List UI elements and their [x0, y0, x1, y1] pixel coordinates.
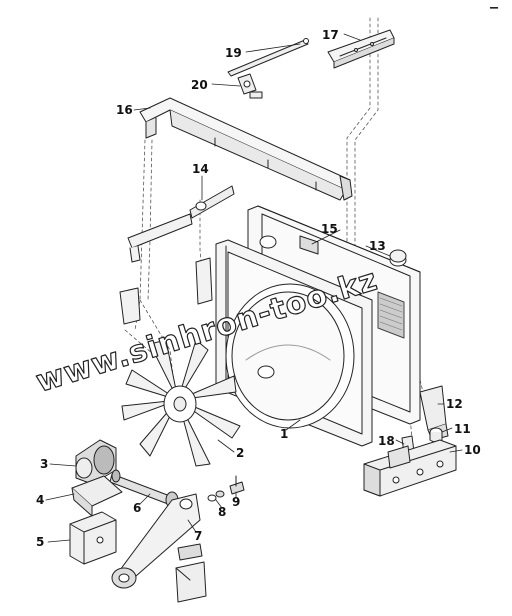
part-9-bolt: [229, 475, 245, 495]
callout-4: 4: [36, 493, 44, 507]
part-2-fan: [121, 339, 241, 467]
part-10-lower-support: [363, 439, 457, 497]
callout-15: 15: [321, 222, 338, 236]
callout-20: 20: [191, 78, 208, 92]
callout-10: 10: [464, 443, 481, 457]
part-7-tensioner-arm: [111, 493, 207, 603]
part-19-stay-rod: [227, 38, 309, 77]
part-1-fan-shroud: [215, 239, 373, 447]
callout-labels: 17 19 20 16 14 15 13 12 11 10 18 1 2 3 4…: [36, 28, 481, 549]
part-6-shaft: [109, 469, 179, 509]
callout-11: 11: [454, 422, 471, 436]
callout-18: 18: [378, 434, 395, 448]
callout-8: 8: [218, 505, 226, 519]
callout-2: 2: [236, 446, 244, 460]
part-16-upper-cross-member: [139, 97, 353, 201]
callout-16: 16: [116, 103, 133, 117]
callout-3: 3: [40, 457, 48, 471]
corner-mark: —: [490, 3, 498, 12]
part-14-bracket: [189, 185, 235, 219]
part-11-bushing: [429, 427, 443, 443]
leader-lines: [45, 33, 463, 543]
callout-9: 9: [232, 495, 240, 509]
part-5-mounting-block: [69, 511, 117, 565]
callout-19: 19: [225, 46, 242, 60]
part-13-filler-cap: [389, 249, 407, 267]
part-8-washer: [207, 490, 225, 502]
callout-13: 13: [369, 239, 386, 253]
callout-5: 5: [36, 535, 44, 549]
callout-1: 1: [280, 427, 288, 441]
part-17-top-bracket: [327, 29, 395, 69]
callout-7: 7: [194, 529, 202, 543]
callout-14: 14: [192, 162, 209, 176]
part-20-clamp: [237, 73, 263, 99]
left-side-supports: [119, 213, 213, 325]
callout-17: 17: [322, 28, 339, 42]
callout-12: 12: [446, 397, 463, 411]
part-3-fan-hub: [75, 439, 117, 485]
callout-6: 6: [133, 501, 141, 515]
